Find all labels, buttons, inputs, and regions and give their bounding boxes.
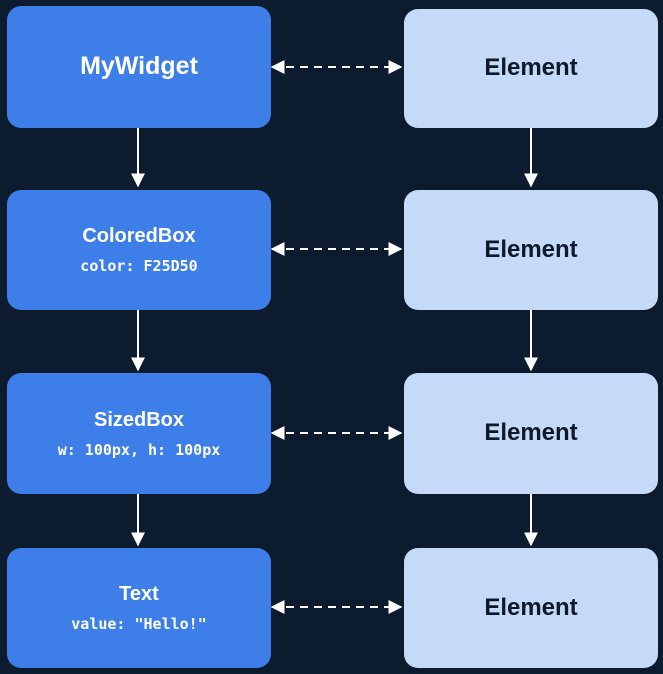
widget-property: color: F25D50 (80, 257, 198, 275)
element-node: Element (404, 373, 658, 494)
element-title: Element (484, 235, 578, 263)
widget-property: w: 100px, h: 100px (57, 440, 221, 459)
element-node: Element (404, 9, 658, 128)
element-node: Element (404, 190, 658, 310)
widget-property: value: "Hello!" (71, 615, 207, 633)
widget-mywidget: MyWidget (7, 6, 271, 128)
element-title: Element (484, 593, 578, 621)
element-node: Element (404, 548, 658, 668)
widget-title: Text (119, 583, 159, 605)
element-title: Element (484, 54, 578, 82)
widget-title: MyWidget (80, 52, 198, 81)
widget-title: SizedBox (93, 408, 185, 431)
widget-title: ColoredBox (82, 225, 196, 247)
element-title: Element (484, 419, 578, 447)
widget-text: Text value: "Hello!" (7, 548, 271, 668)
widget-coloredbox: ColoredBox color: F25D50 (7, 190, 271, 310)
widget-sizedbox: SizedBox w: 100px, h: 100px (7, 373, 271, 494)
